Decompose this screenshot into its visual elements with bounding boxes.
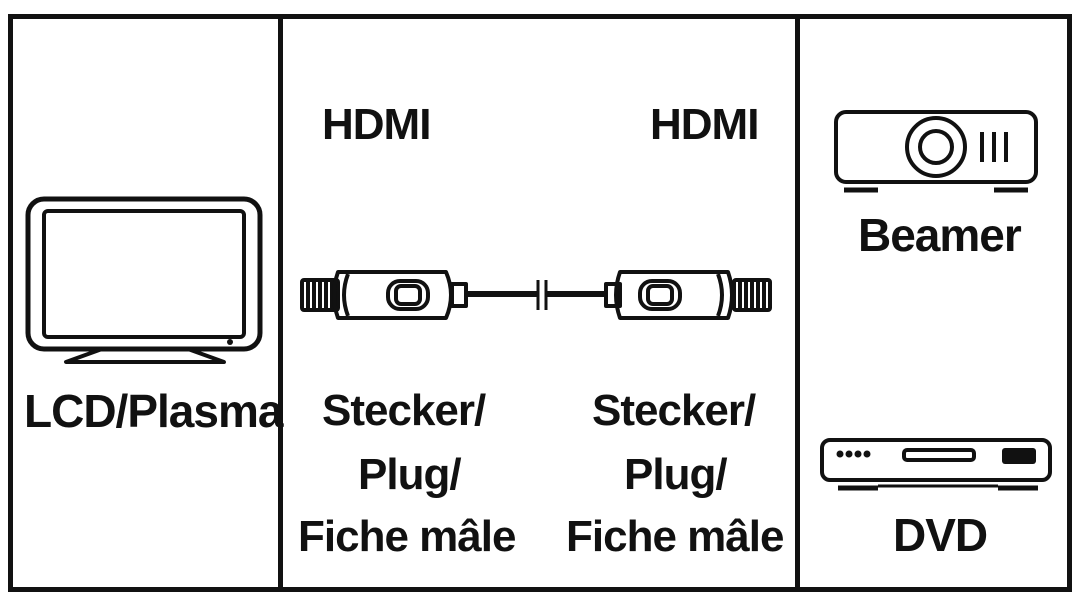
projector-icon [834,110,1038,193]
hdmi-cable-icon [300,270,772,320]
plug-right-line2: Plug/ [624,450,728,499]
dvd-player-icon [820,438,1052,491]
plug-left-line3: Fiche mâle [298,512,516,561]
dvd-label: DVD [893,509,988,561]
plug-right-line3: Fiche mâle [566,512,784,561]
lcd-plasma-label: LCD/Plasma [24,385,283,437]
plug-right-line1: Stecker/ [592,386,756,435]
panel-divider-right [795,14,800,592]
plug-left-line1: Stecker/ [322,386,486,435]
diagram-frame [8,14,1072,592]
hdmi-label-left: HDMI [322,100,431,149]
plug-left-line2: Plug/ [358,450,462,499]
panel-divider-left [278,14,283,592]
hdmi-label-right: HDMI [650,100,759,149]
tv-icon [25,196,263,364]
beamer-label: Beamer [858,209,1022,261]
